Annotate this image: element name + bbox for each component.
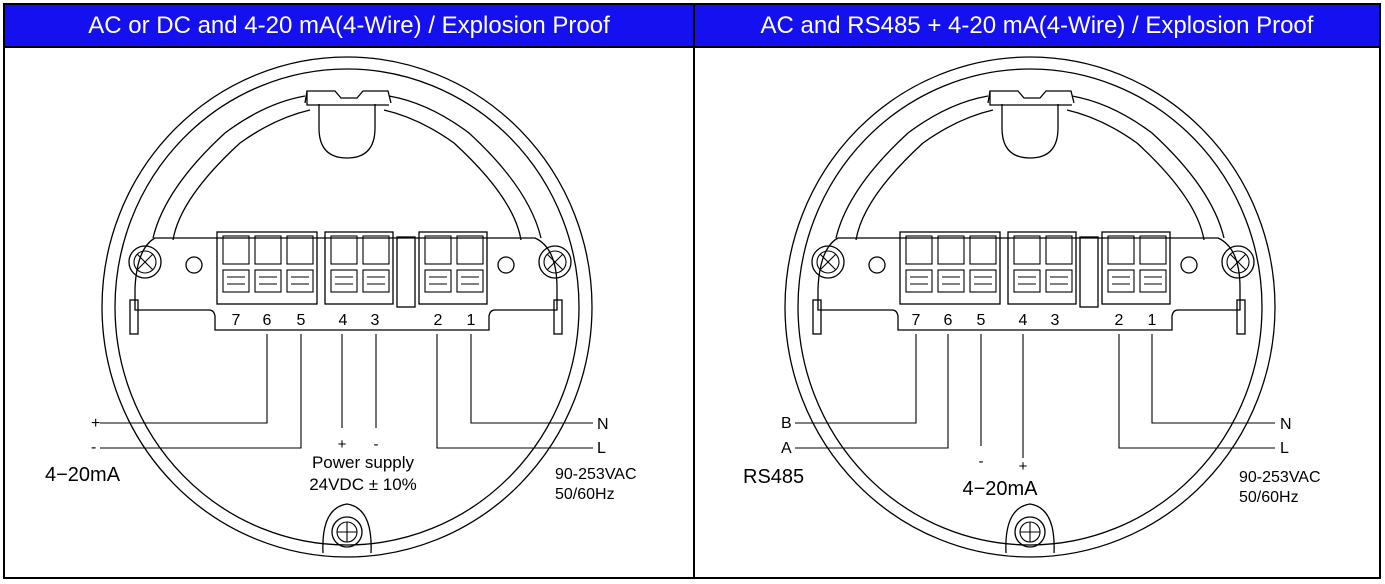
right-side-tab <box>553 299 563 335</box>
left-side-tab <box>129 299 139 335</box>
power-supply-voltage-label: 24VDC ± 10% <box>309 475 417 494</box>
rs485-b-label: B <box>781 415 792 432</box>
left-screw-icon <box>128 245 162 279</box>
right-screw-icon <box>1221 245 1255 279</box>
power-supply-label: Power supply <box>312 453 415 472</box>
terminal-separator <box>1079 236 1099 308</box>
left-wiring-panel: AC or DC and 4-20 mA(4-Wire) / Explosion… <box>5 5 695 577</box>
left-bracket-arm <box>172 109 311 241</box>
terminal-block-43 <box>324 231 394 305</box>
ac-voltage-label: 90-253VAC <box>1239 469 1321 486</box>
top-clip <box>304 90 392 159</box>
rs485-label: RS485 <box>743 466 804 488</box>
left-bracket-arm <box>855 109 994 241</box>
signal-4-20ma-label: 4−20mA <box>962 478 1038 500</box>
wire-terminal-1 <box>470 334 593 424</box>
right-mount-hole <box>1180 256 1198 274</box>
rs485-a-label: A <box>781 440 792 457</box>
terminal-label-5: 5 <box>297 312 306 329</box>
ac-frequency-label: 50/60Hz <box>555 486 615 503</box>
wire-terminal-1 <box>1151 334 1275 424</box>
wire-terminal-2 <box>1118 334 1275 449</box>
terminal-label-6: 6 <box>263 312 272 329</box>
supply-plus-label: + <box>338 436 347 453</box>
supply-minus-label: - <box>374 436 379 453</box>
right-screw-icon <box>538 245 572 279</box>
left-side-tab <box>812 299 822 335</box>
wire-terminal-2 <box>436 334 593 449</box>
left-screw-icon <box>811 245 845 279</box>
signal-plus-label: + <box>1019 458 1028 475</box>
terminal-label-4: 4 <box>1019 312 1028 329</box>
terminal-label-6: 6 <box>944 312 953 329</box>
left-panel-title: AC or DC and 4-20 mA(4-Wire) / Explosion… <box>5 5 693 48</box>
terminal-label-1: 1 <box>1148 312 1157 329</box>
terminal-label-7: 7 <box>232 312 241 329</box>
terminal-block-765 <box>216 231 318 305</box>
diagram-frame: AC or DC and 4-20 mA(4-Wire) / Explosion… <box>3 3 1381 579</box>
terminal-label-3: 3 <box>1051 312 1060 329</box>
right-bracket-arm <box>1066 109 1205 241</box>
terminal-label-4: 4 <box>339 312 348 329</box>
wire-terminal-7 <box>795 334 917 424</box>
terminal-block-765 <box>899 231 1001 305</box>
left-wiring-diagram: 7 6 5 4 3 2 1 + - 4−20mA + - Power suppl… <box>45 56 637 558</box>
terminal-label-1: 1 <box>467 312 476 329</box>
line-label: L <box>597 440 606 457</box>
right-wiring-panel: AC and RS485 + 4-20 mA(4-Wire) / Explosi… <box>695 5 1379 577</box>
right-side-tab <box>1236 299 1246 335</box>
wire-terminal-6 <box>100 334 268 424</box>
wire-terminal-6 <box>795 334 949 449</box>
housing-inner-ring <box>797 68 1263 546</box>
signal-plus-label: + <box>91 415 100 432</box>
neutral-label: N <box>1280 416 1292 433</box>
housing-inner-ring <box>114 68 580 546</box>
terminal-mounting-plate <box>817 237 1241 331</box>
left-mount-hole <box>868 256 886 274</box>
right-panel-title: AC and RS485 + 4-20 mA(4-Wire) / Explosi… <box>695 5 1379 48</box>
bottom-screw-icon <box>1005 503 1055 554</box>
top-clip <box>987 90 1075 159</box>
bottom-screw-icon <box>322 503 372 554</box>
terminal-label-5: 5 <box>977 312 986 329</box>
terminal-separator <box>396 236 416 308</box>
terminal-label-7: 7 <box>912 312 921 329</box>
terminal-block-21 <box>1101 231 1171 305</box>
ac-frequency-label: 50/60Hz <box>1239 489 1299 506</box>
terminal-label-2: 2 <box>1115 312 1124 329</box>
housing-outer-ring <box>784 56 1276 558</box>
wire-terminal-5 <box>100 334 302 449</box>
terminal-block-43 <box>1007 231 1077 305</box>
terminal-label-3: 3 <box>371 312 380 329</box>
signal-4-20ma-label: 4−20mA <box>45 464 121 486</box>
terminal-block-21 <box>418 231 488 305</box>
terminal-label-2: 2 <box>434 312 443 329</box>
neutral-label: N <box>597 416 609 433</box>
right-bracket-arm <box>383 109 522 241</box>
terminal-mounting-plate <box>134 237 558 331</box>
right-mount-hole <box>497 256 515 274</box>
signal-minus-label: - <box>979 453 984 470</box>
signal-minus-label: - <box>91 439 96 456</box>
left-mount-hole <box>185 256 203 274</box>
line-label: L <box>1280 440 1289 457</box>
right-wiring-diagram: 7 6 5 4 3 2 1 B A RS485 - + 4−20mA N L 9… <box>743 56 1321 558</box>
ac-voltage-label: 90-253VAC <box>555 466 637 483</box>
housing-outer-ring <box>101 56 593 558</box>
